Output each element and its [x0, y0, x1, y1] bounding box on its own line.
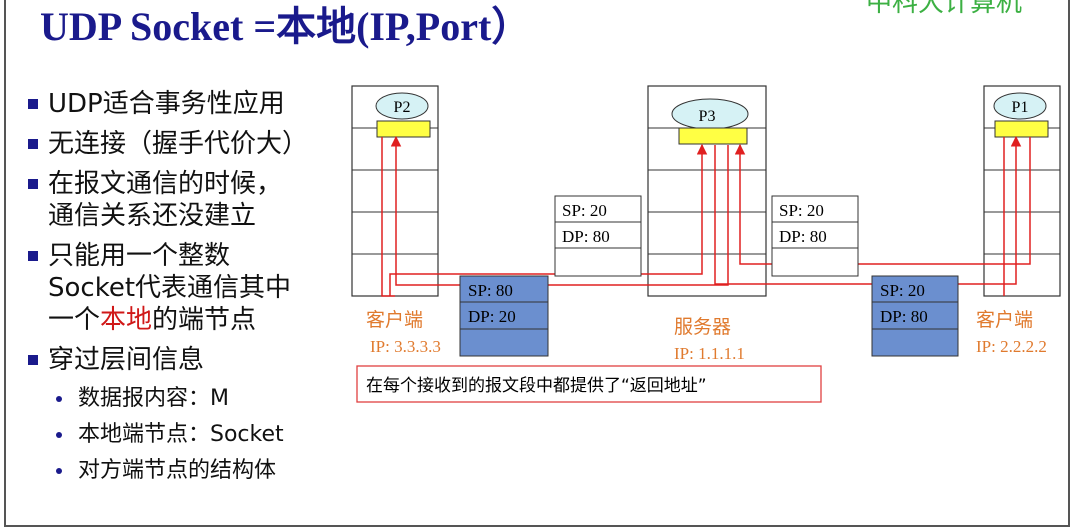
- segment-dp: DP: 80: [562, 227, 610, 246]
- host-ip-label: IP: 3.3.3.3: [370, 337, 441, 356]
- bullet-text: 无连接（握手代价大）: [48, 129, 309, 159]
- highlight-text: 本地: [100, 305, 153, 335]
- dot-bullet-icon: [56, 396, 62, 402]
- sub-bullet-item: 对方端节点的结构体: [28, 456, 308, 486]
- bullet-item: 穿过层间信息: [28, 344, 308, 376]
- host-role-label: 服务器: [674, 316, 731, 338]
- process-label: P2: [394, 99, 411, 116]
- sub-bullet-item: 本地端节点：Socket: [28, 420, 308, 450]
- slide-title: UDP Socket =本地(IP,Port）: [40, 4, 532, 49]
- dot-bullet-icon: [56, 468, 62, 474]
- segment-sp: SP: 80: [468, 281, 513, 300]
- host-ip-label: IP: 2.2.2.2: [976, 337, 1047, 356]
- return-address-note-box: [356, 365, 822, 403]
- sub-bullet-text: 对方端节点的结构体: [78, 458, 277, 483]
- sub-bullet-text: 本地端节点：Socket: [78, 422, 284, 447]
- bullet-list: UDP适合事务性应用 无连接（握手代价大） 在报文通信的时候， 通信关系还没建立…: [28, 88, 308, 492]
- socket-right: [994, 120, 1049, 138]
- segment-dp: DP: 80: [880, 307, 928, 326]
- square-bullet-icon: [28, 99, 38, 109]
- process-p1: [993, 92, 1047, 120]
- bullet-text-line: 通信关系还没建立: [48, 201, 257, 231]
- sub-bullet-item: 数据报内容：M: [28, 384, 308, 414]
- flow-arrows: [381, 135, 1031, 297]
- return-address-note: 在每个接收到的报文段中都提供了“返回地址”: [366, 376, 707, 396]
- bullet-text: UDP适合事务性应用: [48, 89, 285, 119]
- bullet-text-line: 只能用一个整数: [48, 241, 231, 271]
- bullet-item: 在报文通信的时候， 通信关系还没建立: [28, 168, 308, 232]
- dot-bullet-icon: [56, 432, 62, 438]
- host-role-label: 客户端: [366, 309, 423, 331]
- bullet-item: 无连接（握手代价大）: [28, 128, 308, 160]
- segment-sp: SP: 20: [779, 201, 824, 220]
- segment-white-right: [771, 195, 859, 277]
- slide-frame: [4, 0, 1070, 527]
- socket-left: [376, 120, 431, 138]
- segment-sp: SP: 20: [880, 281, 925, 300]
- bullet-text-line: 一个本地的端节点: [48, 304, 308, 336]
- square-bullet-icon: [28, 355, 38, 365]
- bullet-text-part: 的端节点: [152, 305, 257, 335]
- socket-middle: [678, 127, 748, 145]
- corner-text: 中科大计算机: [866, 0, 1023, 18]
- segment-sp: SP: 20: [562, 201, 607, 220]
- bullet-text-line: 在报文通信的时候，: [48, 169, 283, 199]
- sub-bullet-text: 数据报内容：M: [78, 386, 229, 411]
- segment-dp: DP: 20: [468, 307, 516, 326]
- segment-dp: DP: 80: [779, 227, 827, 246]
- square-bullet-icon: [28, 139, 38, 149]
- bullet-text: 穿过层间信息: [48, 345, 205, 375]
- square-bullet-icon: [28, 179, 38, 189]
- process-label: P3: [699, 108, 716, 125]
- segment-blue-right: [871, 275, 959, 357]
- process-label: P1: [1012, 99, 1029, 116]
- bullet-text-line: Socket代表通信其中: [48, 273, 292, 303]
- host-ip-label: IP: 1.1.1.1: [674, 344, 745, 363]
- host-role-label: 客户端: [976, 309, 1033, 331]
- bullet-item: 只能用一个整数 Socket代表通信其中 一个本地的端节点: [28, 240, 308, 336]
- segment-blue-left: [459, 275, 549, 357]
- bullet-text-part: 一个: [48, 305, 101, 335]
- process-p2: [375, 92, 429, 120]
- bullet-item: UDP适合事务性应用: [28, 88, 308, 120]
- segment-white-left: [554, 195, 642, 277]
- square-bullet-icon: [28, 251, 38, 261]
